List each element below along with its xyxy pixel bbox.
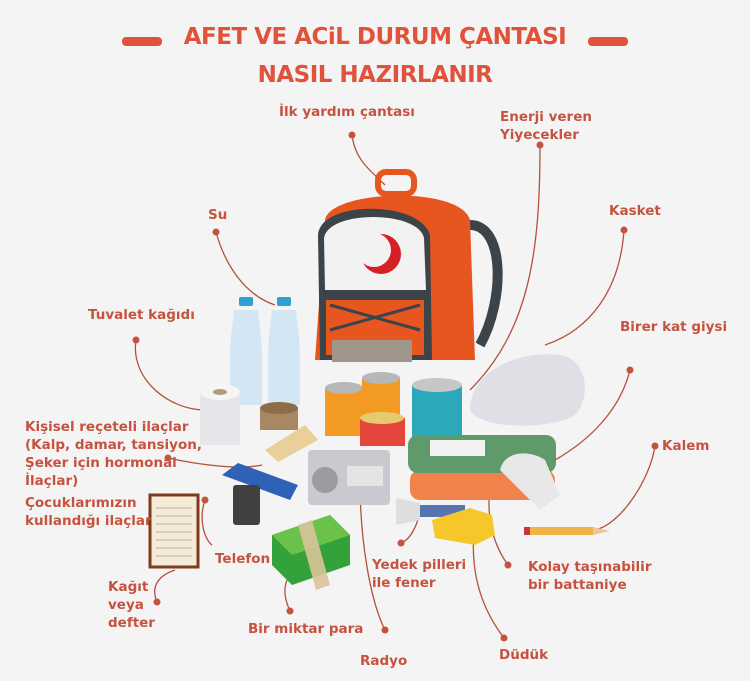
leader-lines — [134, 134, 656, 639]
phone-and-powerbank — [222, 463, 298, 525]
notebook — [148, 493, 200, 569]
page-title-line1: AFET VE ACiL DURUM ÇANTASI — [183, 24, 567, 50]
page-title-line2: NASIL HAZIRLANIR — [257, 62, 493, 88]
food-cans — [325, 372, 462, 446]
gloves — [500, 453, 560, 510]
label-energy-food-line2: Yiyecekler — [500, 127, 579, 143]
label-flashlight-line1: Yedek pilleri — [372, 557, 467, 573]
label-money: Bir miktar para — [248, 621, 364, 637]
label-whistle: Düdük — [499, 647, 549, 663]
title-dash-left — [122, 37, 162, 46]
whistle — [432, 508, 495, 545]
label-toilet-paper: Tuvalet kağıdı — [88, 307, 195, 323]
label-clothes: Birer kat giysi — [620, 319, 728, 335]
label-flashlight-line2: ile fener — [372, 575, 436, 591]
label-water: Su — [208, 207, 228, 223]
label-kids-meds-line1: Çocuklarımızın — [25, 495, 137, 511]
label-energy-food-line1: Enerji veren — [500, 109, 592, 125]
label-helmet: Kasket — [609, 203, 661, 219]
label-blanket-line2: bir battaniye — [528, 577, 627, 593]
backpack — [315, 169, 503, 362]
label-first-aid-kit: İlk yardım çantası — [279, 104, 415, 120]
helmet — [470, 354, 585, 426]
label-notebook-line1: Kağıt — [108, 579, 149, 595]
title-dash-right — [588, 37, 628, 46]
radio — [308, 450, 390, 505]
label-kids-meds-line2: kullandığı ilaçlar — [25, 513, 152, 529]
label-meds-line2: (Kalp, damar, tansiyon, — [25, 437, 202, 453]
label-phone: Telefon — [215, 551, 271, 567]
water-bottles — [230, 297, 300, 405]
label-meds-line4: İlaçlar) — [25, 473, 79, 489]
label-meds-line3: Şeker için hormonal — [25, 455, 177, 471]
label-notebook-line3: defter — [108, 615, 155, 631]
toilet-paper — [200, 384, 240, 445]
label-radio: Radyo — [360, 653, 408, 669]
label-meds-line1: Kişisel reçeteli ilaçlar — [25, 419, 189, 435]
label-blanket-line1: Kolay taşınabilir — [528, 559, 652, 575]
pencil — [524, 527, 610, 535]
leader-dots — [132, 131, 659, 642]
tape-and-pills — [260, 402, 318, 462]
label-pen: Kalem — [662, 438, 710, 454]
label-notebook-line2: veya — [108, 597, 144, 613]
money-stack — [272, 515, 350, 590]
